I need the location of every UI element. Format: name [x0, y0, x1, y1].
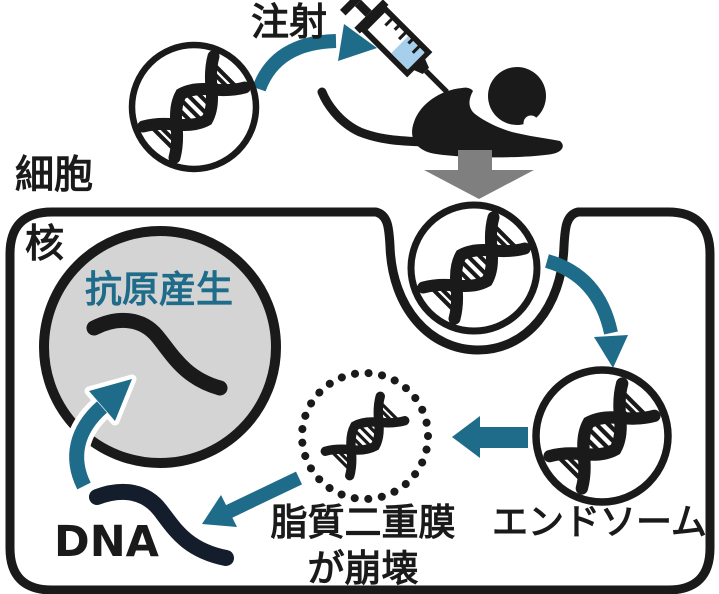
mouse-icon [317, 67, 563, 158]
syringe-icon [339, 0, 449, 94]
nuclear-entry-arrow [64, 374, 137, 492]
mouse-tail [317, 87, 429, 147]
nucleus-label: 核 [25, 222, 65, 267]
lipid-vesicle-icon [298, 369, 432, 503]
endosome-icon [532, 366, 672, 506]
lipid-bilayer-caption: 脂質二重膜 が崩壊 [258, 500, 468, 592]
endocytosis-vesicle-icon [407, 201, 541, 335]
endosome-escape-arrow [452, 416, 528, 458]
mouse-head [488, 67, 546, 125]
lipid-bilayer-line2: が崩壊 [307, 547, 419, 590]
injection-label: 注射 [251, 0, 328, 44]
cell-label: 細胞 [15, 153, 94, 198]
endosome-label: エンドソーム [492, 502, 707, 543]
syringe-liquid [391, 36, 425, 70]
mouse-eye [523, 115, 539, 131]
cell-membrane [5, 207, 715, 594]
dna-plasmid-icon [128, 41, 260, 173]
antigen-production-label: 抗原産生 [85, 268, 233, 311]
dna-label: DNA [54, 517, 159, 567]
injection-arrow [252, 24, 377, 92]
lipid-bilayer-line1: 脂質二重膜 [270, 501, 456, 544]
endocytosis-arrow [544, 254, 628, 368]
mrna-strand-icon [86, 312, 228, 396]
uptake-arrow-icon [424, 150, 534, 199]
naked-dna-icon [89, 483, 234, 566]
dna-release-arrow [202, 471, 303, 527]
